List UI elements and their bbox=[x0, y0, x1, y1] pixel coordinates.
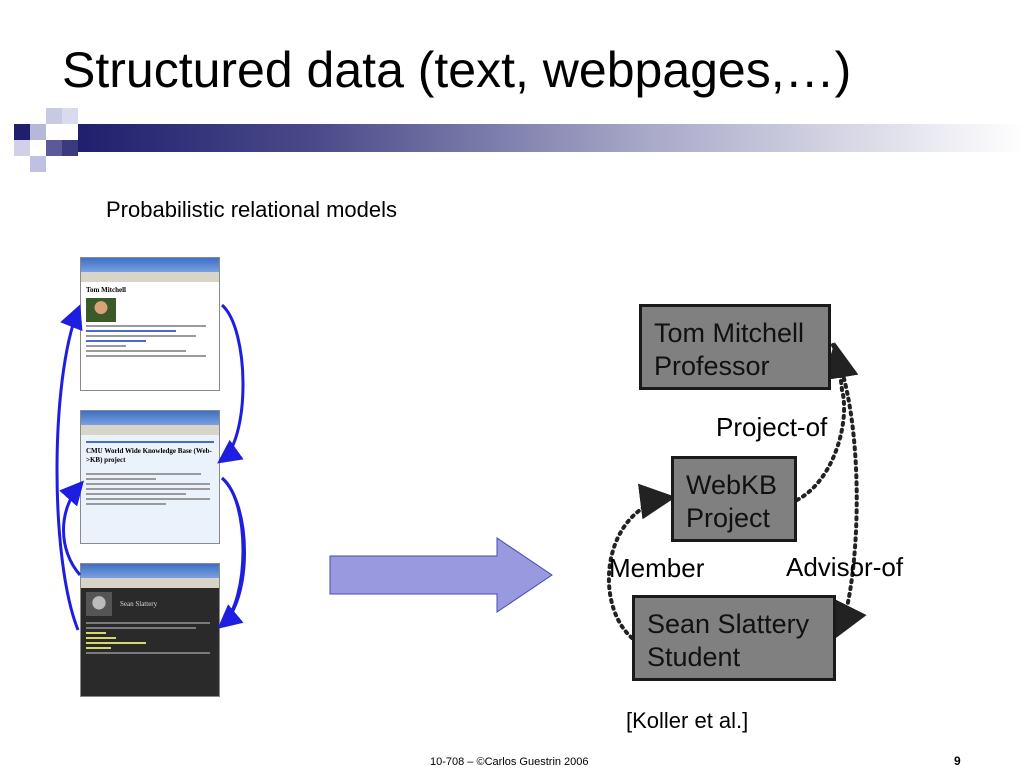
edge-label-advisor-of: Advisor-of bbox=[786, 552, 904, 582]
thumbnail-heading: Tom Mitchell bbox=[86, 286, 126, 294]
hyperlink-arrow bbox=[59, 480, 84, 576]
node-line-1: Tom Mitchell bbox=[654, 318, 805, 348]
band-square bbox=[14, 140, 30, 156]
edge-advisor-of bbox=[831, 343, 867, 640]
thumbnail-heading: Sean Slattery bbox=[120, 599, 158, 608]
webpage-thumbnail-sean-slattery: Sean Slattery bbox=[80, 563, 220, 697]
transform-arrow bbox=[329, 537, 553, 613]
node-sean-slattery: Sean Slattery Student bbox=[632, 595, 836, 681]
node-line-2: Student bbox=[647, 642, 741, 672]
webpage-thumbnail-tom-mitchell: Tom Mitchell bbox=[80, 257, 220, 391]
hyperlink-arrow bbox=[217, 303, 245, 464]
slide-subtitle: Probabilistic relational models bbox=[106, 197, 398, 222]
portrait-image bbox=[86, 298, 116, 322]
citation: [Koller et al.] bbox=[626, 708, 749, 733]
browser-titlebar bbox=[81, 564, 219, 578]
edge-label-project-of: Project-of bbox=[716, 412, 828, 442]
page-number: 9 bbox=[954, 754, 961, 768]
portrait-image bbox=[86, 592, 112, 616]
header-band bbox=[0, 103, 1024, 175]
band-square bbox=[30, 124, 46, 140]
node-line-1: WebKB bbox=[686, 470, 778, 500]
header-gradient-bar bbox=[78, 124, 1024, 152]
band-square bbox=[62, 108, 78, 124]
band-square bbox=[14, 124, 30, 140]
node-tom-mitchell: Tom Mitchell Professor bbox=[639, 304, 831, 390]
slide-title: Structured data (text, webpages,…) bbox=[62, 42, 852, 98]
hyperlink-arrow bbox=[217, 476, 246, 629]
hyperlink-arrow bbox=[220, 476, 245, 627]
hyperlink-arrow bbox=[55, 304, 83, 631]
browser-titlebar bbox=[81, 411, 219, 425]
node-line-2: Project bbox=[686, 503, 771, 533]
node-webkb-project: WebKB Project bbox=[671, 456, 797, 542]
band-square bbox=[46, 108, 62, 124]
node-line-2: Professor bbox=[654, 351, 770, 381]
node-line-1: Sean Slattery bbox=[647, 609, 810, 639]
browser-titlebar bbox=[81, 258, 219, 272]
band-square bbox=[46, 140, 62, 156]
band-square bbox=[62, 140, 78, 156]
band-square bbox=[30, 156, 46, 172]
webpage-thumbnail-webkb: CMU World Wide Knowledge Base (Web->KB) … bbox=[80, 410, 220, 544]
slide-footer: 10-708 – ©Carlos Guestrin 2006 bbox=[430, 756, 589, 768]
thumbnail-heading: CMU World Wide Knowledge Base (Web->KB) … bbox=[86, 447, 212, 464]
edge-label-member: Member bbox=[609, 553, 705, 583]
